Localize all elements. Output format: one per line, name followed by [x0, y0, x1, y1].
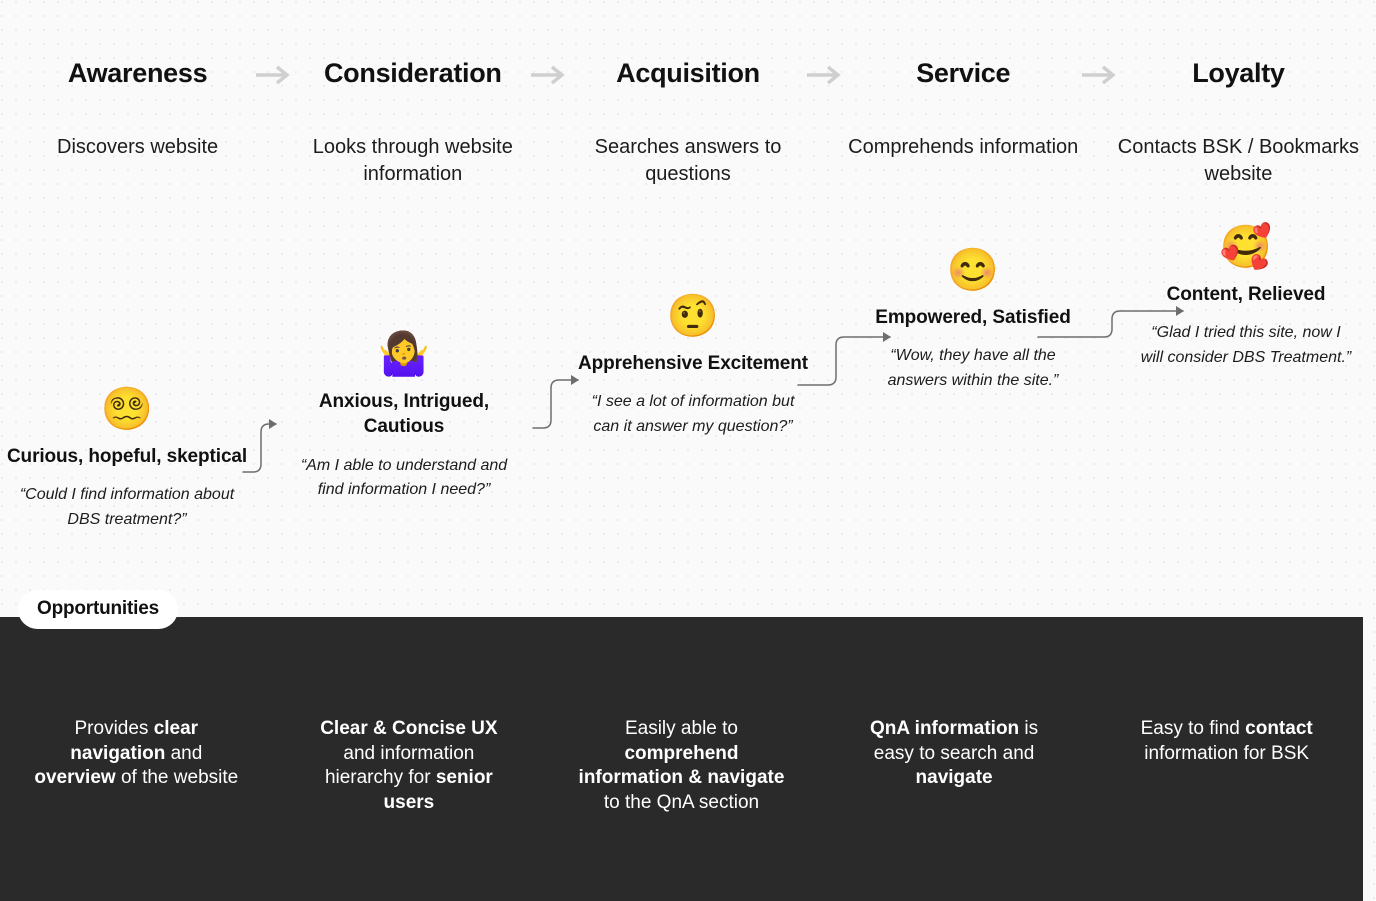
stage-column-service: Service Comprehends information	[826, 0, 1116, 161]
opportunity-text: Easy to find contact information for BSK	[1140, 718, 1313, 764]
arrow-right-icon	[1079, 62, 1119, 88]
stage-column-loyalty: Loyalty Contacts BSK / Bookmarks website	[1101, 0, 1376, 188]
opportunity-column-awareness: Provides clear navigation and overview o…	[0, 717, 273, 791]
arrow-right-icon	[804, 62, 844, 88]
emotion-quote: “Wow, they have all the answers within t…	[887, 347, 1059, 390]
stage-title: Acquisition	[616, 58, 760, 88]
emotion-label: Apprehensive Excitement	[577, 353, 808, 374]
smiling-face-with-hearts-emoji: 🥰	[1219, 223, 1273, 270]
emotion-label: Curious, hopeful, skeptical	[6, 446, 248, 467]
emotion-block-acquisition: 🤨 Apprehensive Excitement “I see a lot o…	[568, 295, 818, 440]
emotion-quote: “Could I find information about DBS trea…	[19, 486, 235, 529]
emotion-label: Empowered, Satisfied	[875, 307, 1071, 328]
smiling-face-with-smiling-eyes-emoji: 😊	[946, 246, 1000, 293]
arrow-right-icon	[528, 62, 568, 88]
opportunities-section: Opportunities Provides clear navigation …	[0, 590, 1363, 901]
opportunity-column-loyalty: Easy to find contact information for BSK	[1090, 717, 1363, 766]
emotion-label: Anxious, Intrigued, Cautious	[318, 391, 490, 438]
emotion-label: Content, Relieved	[1166, 284, 1326, 305]
emotion-block-service: 😊 Empowered, Satisfied “Wow, they have a…	[848, 249, 1098, 394]
opportunity-text: Clear & Concise UX and information hiera…	[320, 718, 498, 814]
stage-title: Awareness	[67, 58, 208, 88]
emotion-block-awareness: 😵‍💫 Curious, hopeful, skeptical “Could I…	[2, 388, 252, 533]
opportunity-column-consideration: Clear & Concise UX and information hiera…	[273, 717, 546, 816]
opportunities-badge: Opportunities	[18, 590, 178, 629]
stage-description: Contacts BSK / Bookmarks website	[1117, 136, 1359, 186]
stage-description: Searches answers to questions	[594, 136, 782, 186]
stage-description: Comprehends information	[848, 136, 1079, 159]
stage-column-consideration: Consideration Looks through website info…	[275, 0, 566, 188]
woman-shrugging-emoji: 🤷‍♀️	[377, 330, 431, 377]
opportunities-row: Provides clear navigation and overview o…	[0, 717, 1363, 816]
stage-description: Looks through website information	[312, 136, 513, 186]
stage-header-row: Awareness Discovers website Consideratio…	[0, 0, 1376, 210]
stage-description: Discovers website	[57, 136, 219, 159]
opportunity-column-acquisition: Easily able to comprehend information & …	[545, 717, 818, 816]
stage-title: Loyalty	[1192, 58, 1285, 88]
opportunity-column-service: QnA information is easy to search and na…	[818, 717, 1091, 791]
emotion-quote: “Glad I tried this site, now I will cons…	[1140, 324, 1352, 367]
opportunity-text: QnA information is easy to search and na…	[869, 718, 1039, 789]
face-with-spiral-eyes-emoji: 😵‍💫	[100, 385, 154, 432]
opportunity-text: Provides clear navigation and overview o…	[34, 718, 239, 789]
stage-column-acquisition: Acquisition Searches answers to question…	[550, 0, 841, 188]
opportunity-text: Easily able to comprehend information & …	[578, 718, 785, 814]
face-with-raised-eyebrow-emoji: 🤨	[666, 292, 720, 339]
emotion-block-layer: 😵‍💫 Curious, hopeful, skeptical “Could I…	[2, 226, 1371, 533]
arrow-right-icon	[253, 62, 293, 88]
stage-title: Consideration	[323, 58, 502, 88]
stage-title: Service	[916, 58, 1011, 88]
emotion-quote: “I see a lot of information but can it a…	[591, 393, 795, 436]
stage-column-awareness: Awareness Discovers website	[0, 0, 290, 161]
emotion-block-consideration: 🤷‍♀️ Anxious, Intrigued, Cautious “Am I …	[279, 333, 529, 503]
emotion-quote: “Am I able to understand and find inform…	[300, 456, 508, 499]
emotion-block-loyalty: 🥰 Content, Relieved “Glad I tried this s…	[1121, 226, 1371, 371]
